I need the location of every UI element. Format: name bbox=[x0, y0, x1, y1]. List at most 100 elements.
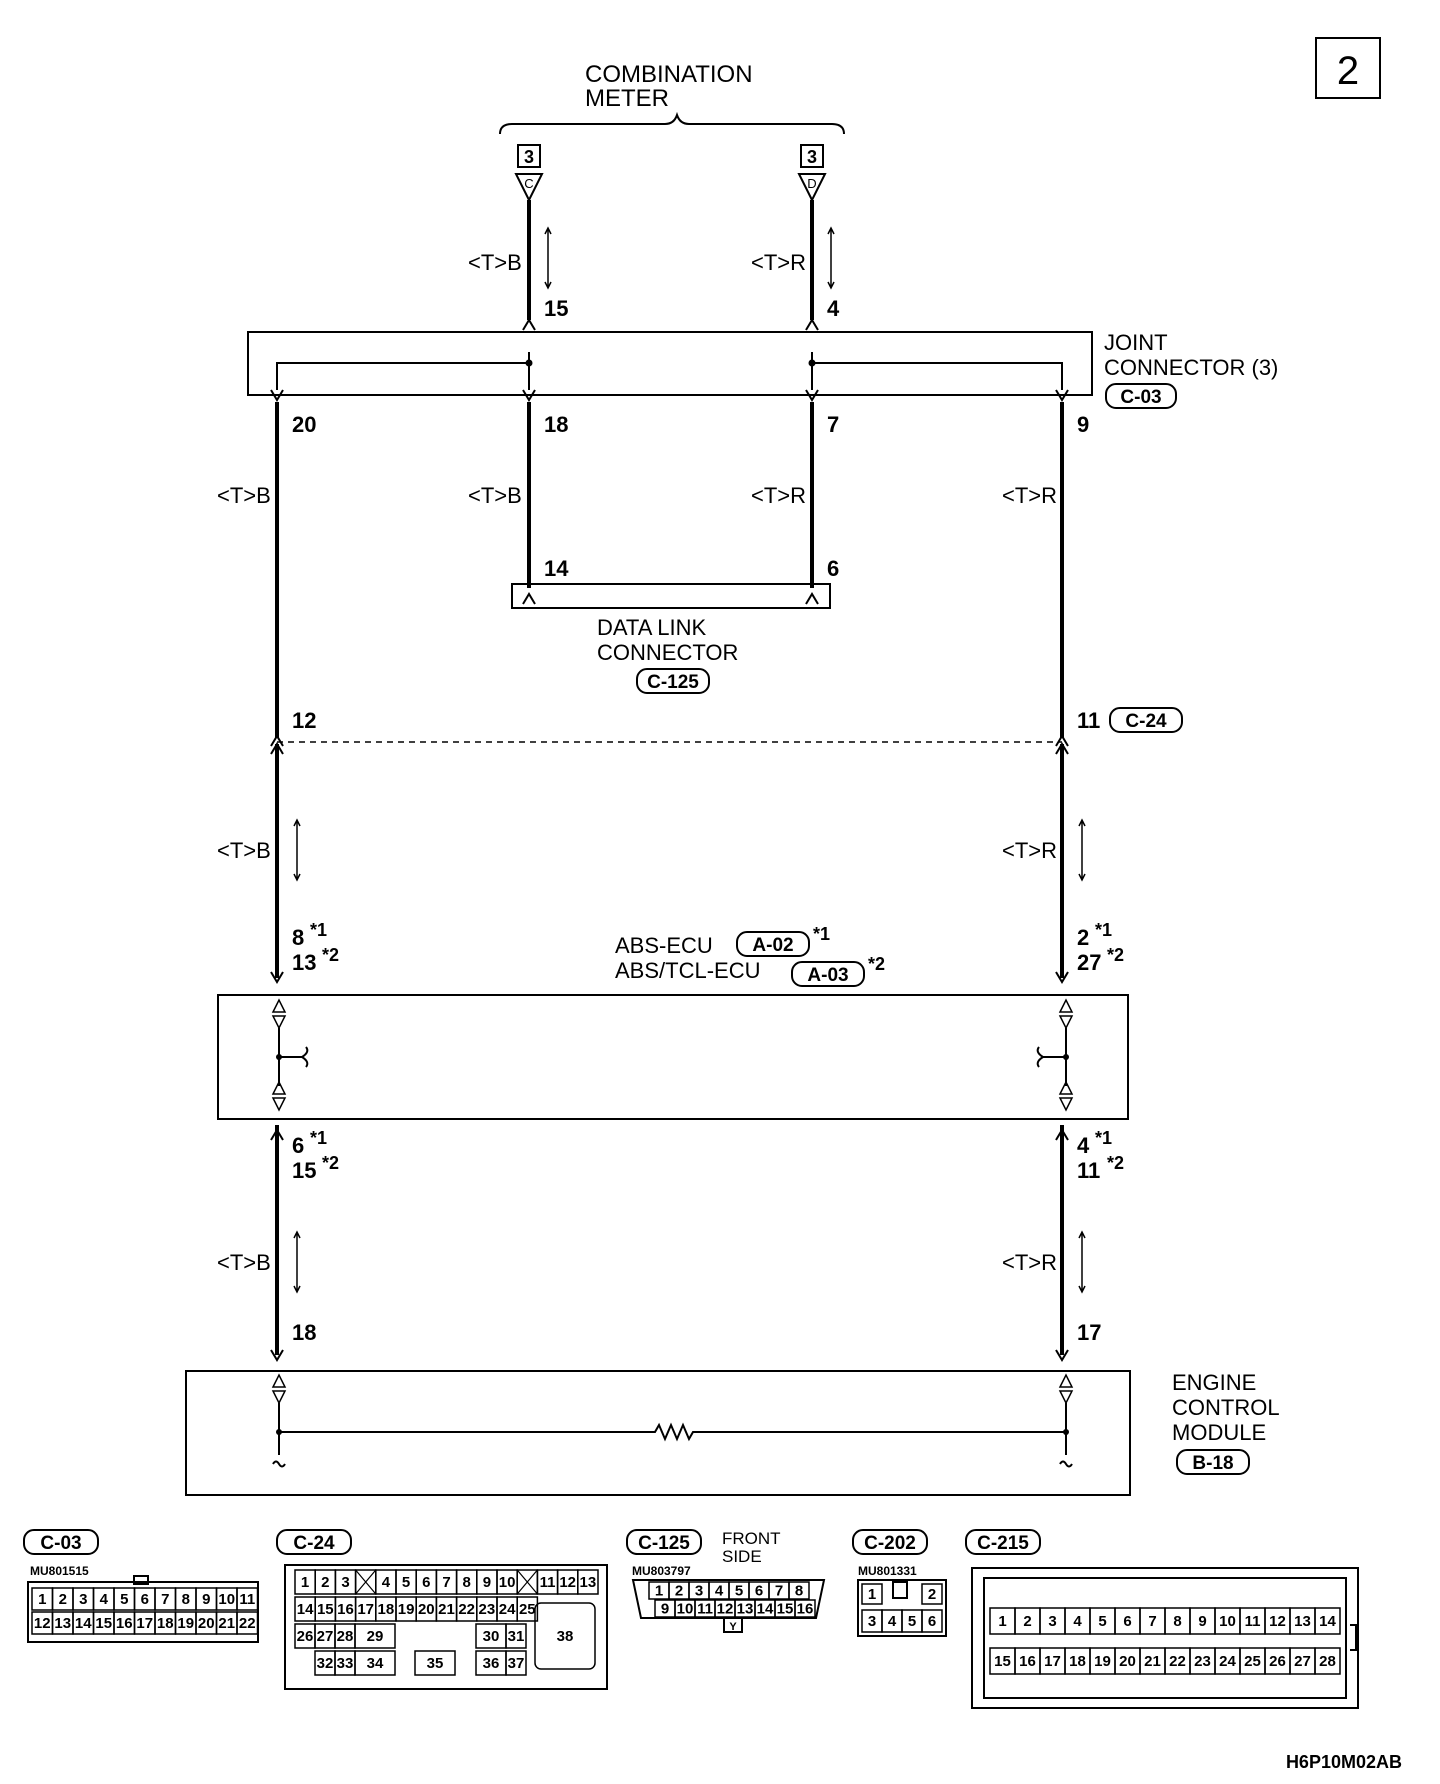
ecm-label: ENGINE bbox=[1172, 1370, 1256, 1395]
abs-terminal-right-bottom bbox=[1059, 1081, 1073, 1111]
note-abs-low-left-b: *2 bbox=[322, 1153, 339, 1173]
c215-pin-18: 18 bbox=[1069, 1653, 1086, 1670]
ecm-node-left bbox=[276, 1429, 282, 1435]
pin-abs-right-a: 2 bbox=[1077, 925, 1089, 950]
ecm-label-3: MODULE bbox=[1172, 1420, 1266, 1445]
c215-pin-19: 19 bbox=[1094, 1653, 1111, 1670]
pin-abs-low-left-b: 15 bbox=[292, 1158, 316, 1183]
c215-pin-27: 27 bbox=[1294, 1653, 1311, 1670]
data-link-connector-box bbox=[511, 583, 831, 609]
abs-ecu-label: ABS-ECU bbox=[615, 933, 713, 958]
abs-terminal-right-top bbox=[1059, 999, 1073, 1029]
c24-pin-31: 31 bbox=[508, 1628, 525, 1645]
note-abs-low-right-a: *1 bbox=[1095, 1128, 1112, 1148]
abs-tcl-ecu-id-box bbox=[791, 961, 865, 987]
arrow-jc-in-right bbox=[805, 319, 819, 331]
c24-pin-37: 37 bbox=[508, 1655, 525, 1672]
c03-pin-5: 5 bbox=[120, 1591, 128, 1608]
pin-abs-left-a: 8 bbox=[292, 925, 304, 950]
c215-housing bbox=[971, 1567, 1359, 1709]
c125-pin-2: 2 bbox=[675, 1583, 683, 1600]
c215-pin-23: 23 bbox=[1194, 1653, 1211, 1670]
c215-inner-frame bbox=[983, 1577, 1347, 1699]
c125-front-label-2: SIDE bbox=[722, 1547, 762, 1566]
c24-pin-37-cell bbox=[505, 1650, 527, 1676]
c215-pin-21: 21 bbox=[1144, 1653, 1161, 1670]
signal-arrow-low-right bbox=[1078, 1231, 1086, 1293]
note-abs-low-left-a: *1 bbox=[310, 1128, 327, 1148]
c03-view-id: C-03 bbox=[40, 1533, 81, 1554]
wire-color-jc-right-inner: <T>R bbox=[751, 483, 806, 508]
c215-pin-24: 24 bbox=[1219, 1653, 1236, 1670]
c202-pin-6-cell bbox=[921, 1609, 943, 1633]
c24-pin-1: 1 bbox=[301, 1574, 309, 1591]
ecm-terminal-left bbox=[272, 1374, 286, 1404]
c202-view-id-box bbox=[852, 1529, 928, 1555]
c125-pin-5: 5 bbox=[735, 1583, 743, 1600]
c24-pin-31-cell bbox=[505, 1623, 527, 1649]
c03-view-id-box bbox=[23, 1529, 99, 1555]
c03-pin-15: 15 bbox=[95, 1615, 112, 1632]
note-abs-left-a: *1 bbox=[310, 920, 327, 940]
c125-pin-1: 1 bbox=[655, 1583, 663, 1600]
abs-ecu-box bbox=[217, 994, 1129, 1120]
c215-pin-16: 16 bbox=[1019, 1653, 1036, 1670]
c202-pin-2-cell bbox=[921, 1583, 943, 1605]
c202-pin-6: 6 bbox=[928, 1613, 936, 1630]
c24-id: C-24 bbox=[1125, 711, 1167, 732]
c24-pin-35-cell bbox=[414, 1650, 456, 1676]
c03-pin-8: 8 bbox=[182, 1591, 190, 1608]
meter-terminal-left: C bbox=[524, 176, 533, 191]
joint-node-left bbox=[525, 359, 533, 367]
c125-pin-16-cell bbox=[794, 1599, 816, 1618]
c125-pin-13: 13 bbox=[737, 1601, 754, 1618]
joint-connector-id-box bbox=[1105, 383, 1177, 409]
note-abs-left-b: *2 bbox=[322, 945, 339, 965]
c24-pin-29: 29 bbox=[367, 1628, 384, 1645]
c202-part-number: MU801331 bbox=[858, 1564, 917, 1578]
abs-ecu-note: *1 bbox=[813, 924, 830, 944]
pin-abs-right-b: 27 bbox=[1077, 950, 1101, 975]
c215-pin-10: 10 bbox=[1219, 1613, 1236, 1630]
wire-color-meter-left: <T>B bbox=[468, 250, 522, 275]
c215-pin-11: 11 bbox=[1245, 1613, 1261, 1630]
c03-pin-6: 6 bbox=[141, 1591, 149, 1608]
c202-pin-5: 5 bbox=[908, 1613, 916, 1630]
c03-pin-1: 1 bbox=[38, 1591, 46, 1608]
ecm-label-2: CONTROL bbox=[1172, 1395, 1280, 1420]
c03-pin-19: 19 bbox=[177, 1615, 194, 1632]
c24-pin-25-cell bbox=[516, 1596, 539, 1622]
c24-pin-36: 36 bbox=[483, 1655, 500, 1672]
ecm-node-right bbox=[1063, 1429, 1069, 1435]
c24-pin-22: 22 bbox=[458, 1601, 475, 1618]
c03-pin-14: 14 bbox=[75, 1615, 92, 1632]
joint-node-right bbox=[808, 359, 816, 367]
c24-pin-33: 33 bbox=[337, 1655, 354, 1672]
c24-view-id: C-24 bbox=[293, 1533, 335, 1554]
c24-pin-19: 19 bbox=[398, 1601, 415, 1618]
pin-jc-20: 20 bbox=[292, 412, 316, 437]
c24-pin-23: 23 bbox=[479, 1601, 496, 1618]
signal-arrow-mid-left bbox=[293, 819, 301, 881]
c215-pin-22: 22 bbox=[1169, 1653, 1186, 1670]
c24-pin-13: 13 bbox=[580, 1574, 597, 1591]
pin-abs-low-right-b: 11 bbox=[1077, 1158, 1100, 1183]
note-abs-right-b: *2 bbox=[1107, 945, 1124, 965]
c24-id-box bbox=[1109, 707, 1183, 733]
c03-part-number: MU801515 bbox=[30, 1564, 89, 1578]
c24-pin-4: 4 bbox=[382, 1574, 391, 1591]
c125-pin-11: 11 bbox=[697, 1601, 713, 1618]
abs-tcl-ecu-id: A-03 bbox=[807, 965, 848, 986]
pin-c24-left: 12 bbox=[292, 708, 316, 733]
abs-node-left bbox=[276, 1054, 282, 1060]
note-abs-low-right-b: *2 bbox=[1107, 1153, 1124, 1173]
c125-pin-14: 14 bbox=[757, 1601, 774, 1618]
pin-meter-left: 15 bbox=[544, 296, 568, 321]
c125-pin-12: 12 bbox=[717, 1601, 734, 1618]
arrow-dlc-14 bbox=[522, 593, 536, 605]
c24-pin-7: 7 bbox=[442, 1574, 450, 1591]
c125-key-label: Y bbox=[729, 1621, 737, 1633]
